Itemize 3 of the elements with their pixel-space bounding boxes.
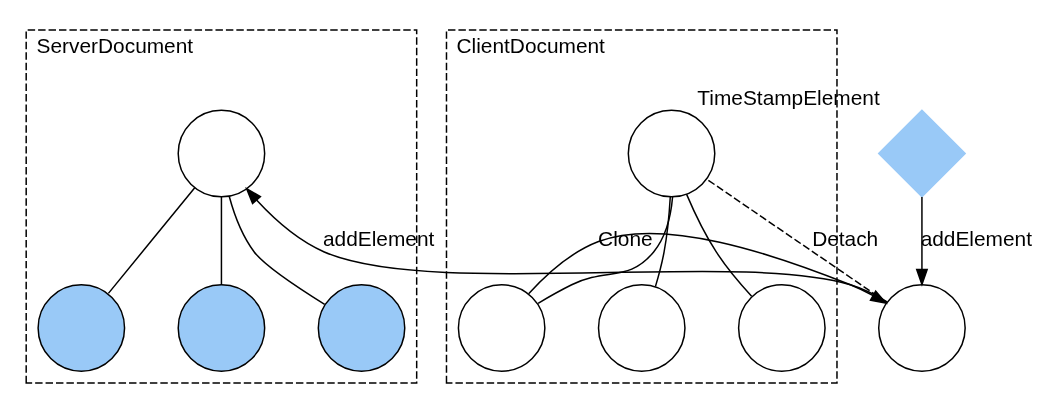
edge-label: Detach xyxy=(812,226,879,250)
edge-label: addElement xyxy=(323,226,435,250)
node-label: TimeStampElement xyxy=(697,85,880,109)
